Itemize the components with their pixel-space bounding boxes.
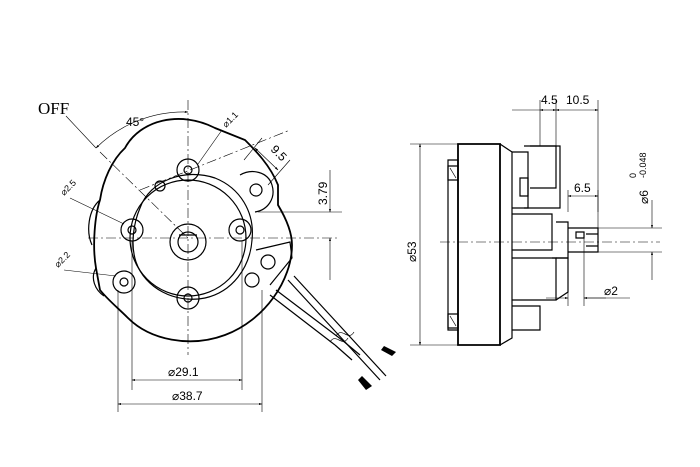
side-flange-step — [499, 143, 513, 346]
wires — [269, 275, 396, 390]
side-shaft-tip — [586, 233, 598, 247]
side-diameter-label: ⌀53 — [405, 241, 419, 262]
off-leader — [65, 115, 97, 149]
side-shaft — [568, 227, 599, 253]
angle-arc — [95, 110, 189, 149]
pin-dia-label: ⌀2 — [604, 284, 618, 298]
bump-right-lower — [260, 254, 276, 270]
side-shaft-holder — [556, 221, 569, 259]
right-flap — [255, 241, 293, 286]
shaft-dia-label: ⌀6 — [637, 190, 651, 204]
hole-bottom-left — [112, 270, 136, 294]
pitch-inner-label: ⌀29.1 — [168, 365, 199, 379]
front-centerline-diag — [139, 129, 291, 191]
cam-shape — [239, 171, 274, 213]
depth-a-label: 4.5 — [541, 93, 558, 107]
side-screw-top — [447, 165, 459, 181]
bump-bottom-right — [244, 272, 260, 288]
side-mid-block — [512, 213, 553, 251]
off-label: OFF — [38, 99, 69, 118]
hole-small-label: ⌀1.1 — [220, 110, 240, 130]
side-lower-block — [512, 257, 557, 301]
front-housing-outline — [93, 118, 293, 343]
front-centerline-45 — [99, 151, 189, 239]
offset-b-label: 3.79 — [316, 181, 330, 205]
side-tower-cap — [530, 145, 557, 189]
hole-mid-label: ⌀2.5 — [58, 178, 78, 198]
front-view: 45° OFF ⌀1.1 ⌀2.5 ⌀2.2 9.5 3.79 ⌀29.1 ⌀3… — [38, 99, 396, 412]
shaft-len-label: 6.5 — [574, 181, 591, 195]
gear-body — [132, 173, 253, 300]
side-screw-bottom — [447, 313, 459, 329]
side-view: ⌀53 4.5 10.5 6.5 ⌀6 0 -0.048 ⌀2 — [405, 93, 662, 346]
angle-label: 45° — [126, 115, 144, 129]
side-tower-notch — [519, 177, 529, 197]
side-bottom-block — [512, 305, 541, 331]
side-upper-tower — [524, 145, 561, 209]
depth-b-label: 10.5 — [566, 93, 590, 107]
offset-a-label: 9.5 — [268, 142, 290, 164]
body-outer-label: ⌀38.7 — [172, 389, 203, 403]
cam-hole — [249, 183, 263, 197]
hole-right — [228, 218, 252, 242]
bump-left — [154, 180, 166, 192]
center-shaft-outer — [169, 223, 207, 261]
left-mounting-tab — [88, 199, 105, 297]
hole-low-label: ⌀2.2 — [52, 250, 72, 270]
shaft-tol-upper: 0 — [628, 173, 638, 178]
shaft-tol-lower: -0.048 — [638, 152, 648, 178]
side-flange — [457, 143, 501, 346]
side-lower-tab — [552, 257, 569, 301]
side-shaft-pin — [575, 231, 585, 239]
side-flange-face — [447, 159, 459, 331]
